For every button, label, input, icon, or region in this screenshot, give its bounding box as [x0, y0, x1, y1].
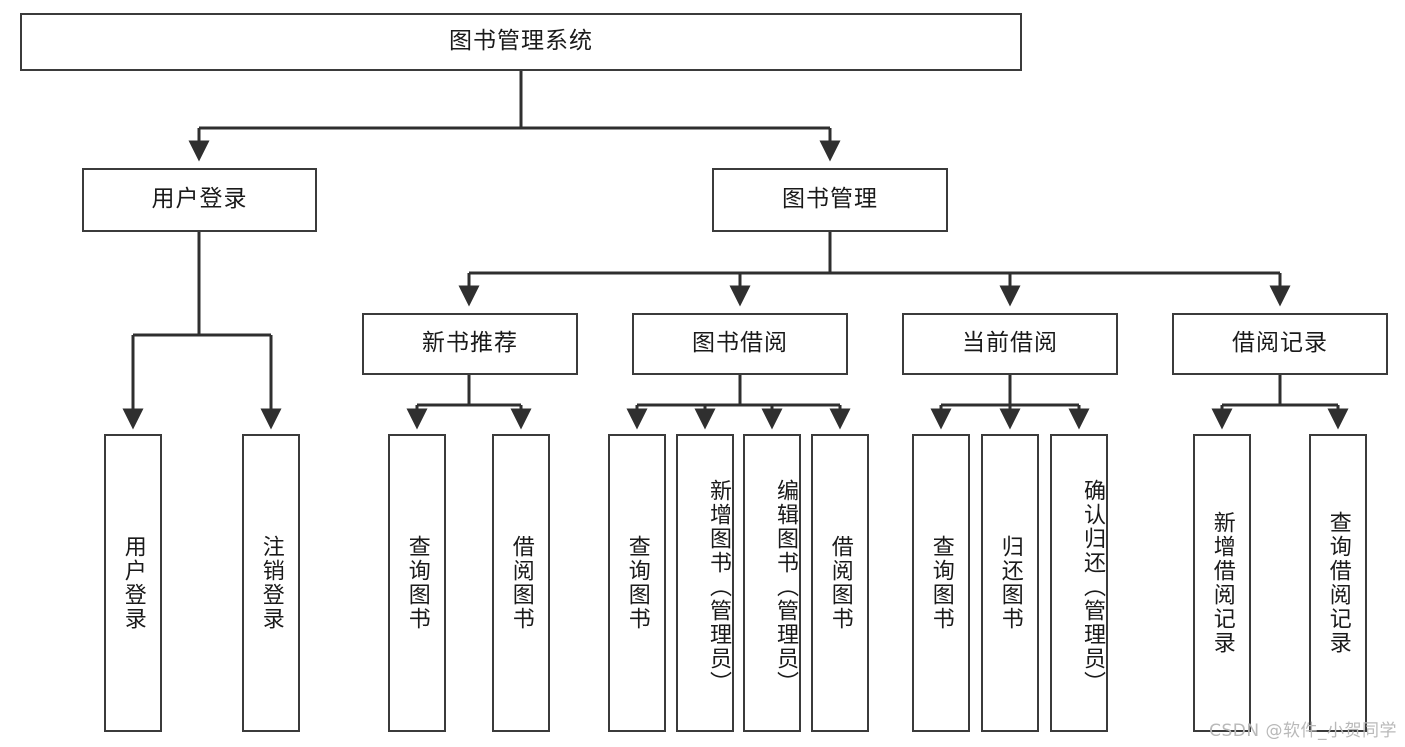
leaf-user-login-login[interactable]: 用户登录 — [104, 434, 162, 732]
node-borrow-record[interactable]: 借阅记录 — [1172, 313, 1388, 375]
leaf-current-confirm-return-admin[interactable]: 确认归还（管理员） — [1050, 434, 1108, 732]
node-book-borrow[interactable]: 图书借阅 — [632, 313, 848, 375]
leaf-new-book-borrow[interactable]: 借阅图书 — [492, 434, 550, 732]
node-root[interactable]: 图书管理系统 — [20, 13, 1022, 71]
node-current-borrow[interactable]: 当前借阅 — [902, 313, 1118, 375]
leaf-record-query-record[interactable]: 查询借阅记录 — [1309, 434, 1367, 732]
leaf-borrow-add-book-admin[interactable]: 新增图书（管理员） — [676, 434, 734, 732]
node-book-management[interactable]: 图书管理 — [712, 168, 948, 232]
leaf-current-query-book[interactable]: 查询图书 — [912, 434, 970, 732]
leaf-borrow-query-book[interactable]: 查询图书 — [608, 434, 666, 732]
csdn-watermark: CSDN @软件_小贺同学 — [1209, 721, 1397, 741]
leaf-current-return-book[interactable]: 归还图书 — [981, 434, 1039, 732]
leaf-user-login-logout[interactable]: 注销登录 — [242, 434, 300, 732]
leaf-new-book-query[interactable]: 查询图书 — [388, 434, 446, 732]
leaf-borrow-borrow-book[interactable]: 借阅图书 — [811, 434, 869, 732]
node-new-book-recommend[interactable]: 新书推荐 — [362, 313, 578, 375]
leaf-record-add-record[interactable]: 新增借阅记录 — [1193, 434, 1251, 732]
node-user-login[interactable]: 用户登录 — [82, 168, 317, 232]
leaf-borrow-edit-book-admin[interactable]: 编辑图书（管理员） — [743, 434, 801, 732]
